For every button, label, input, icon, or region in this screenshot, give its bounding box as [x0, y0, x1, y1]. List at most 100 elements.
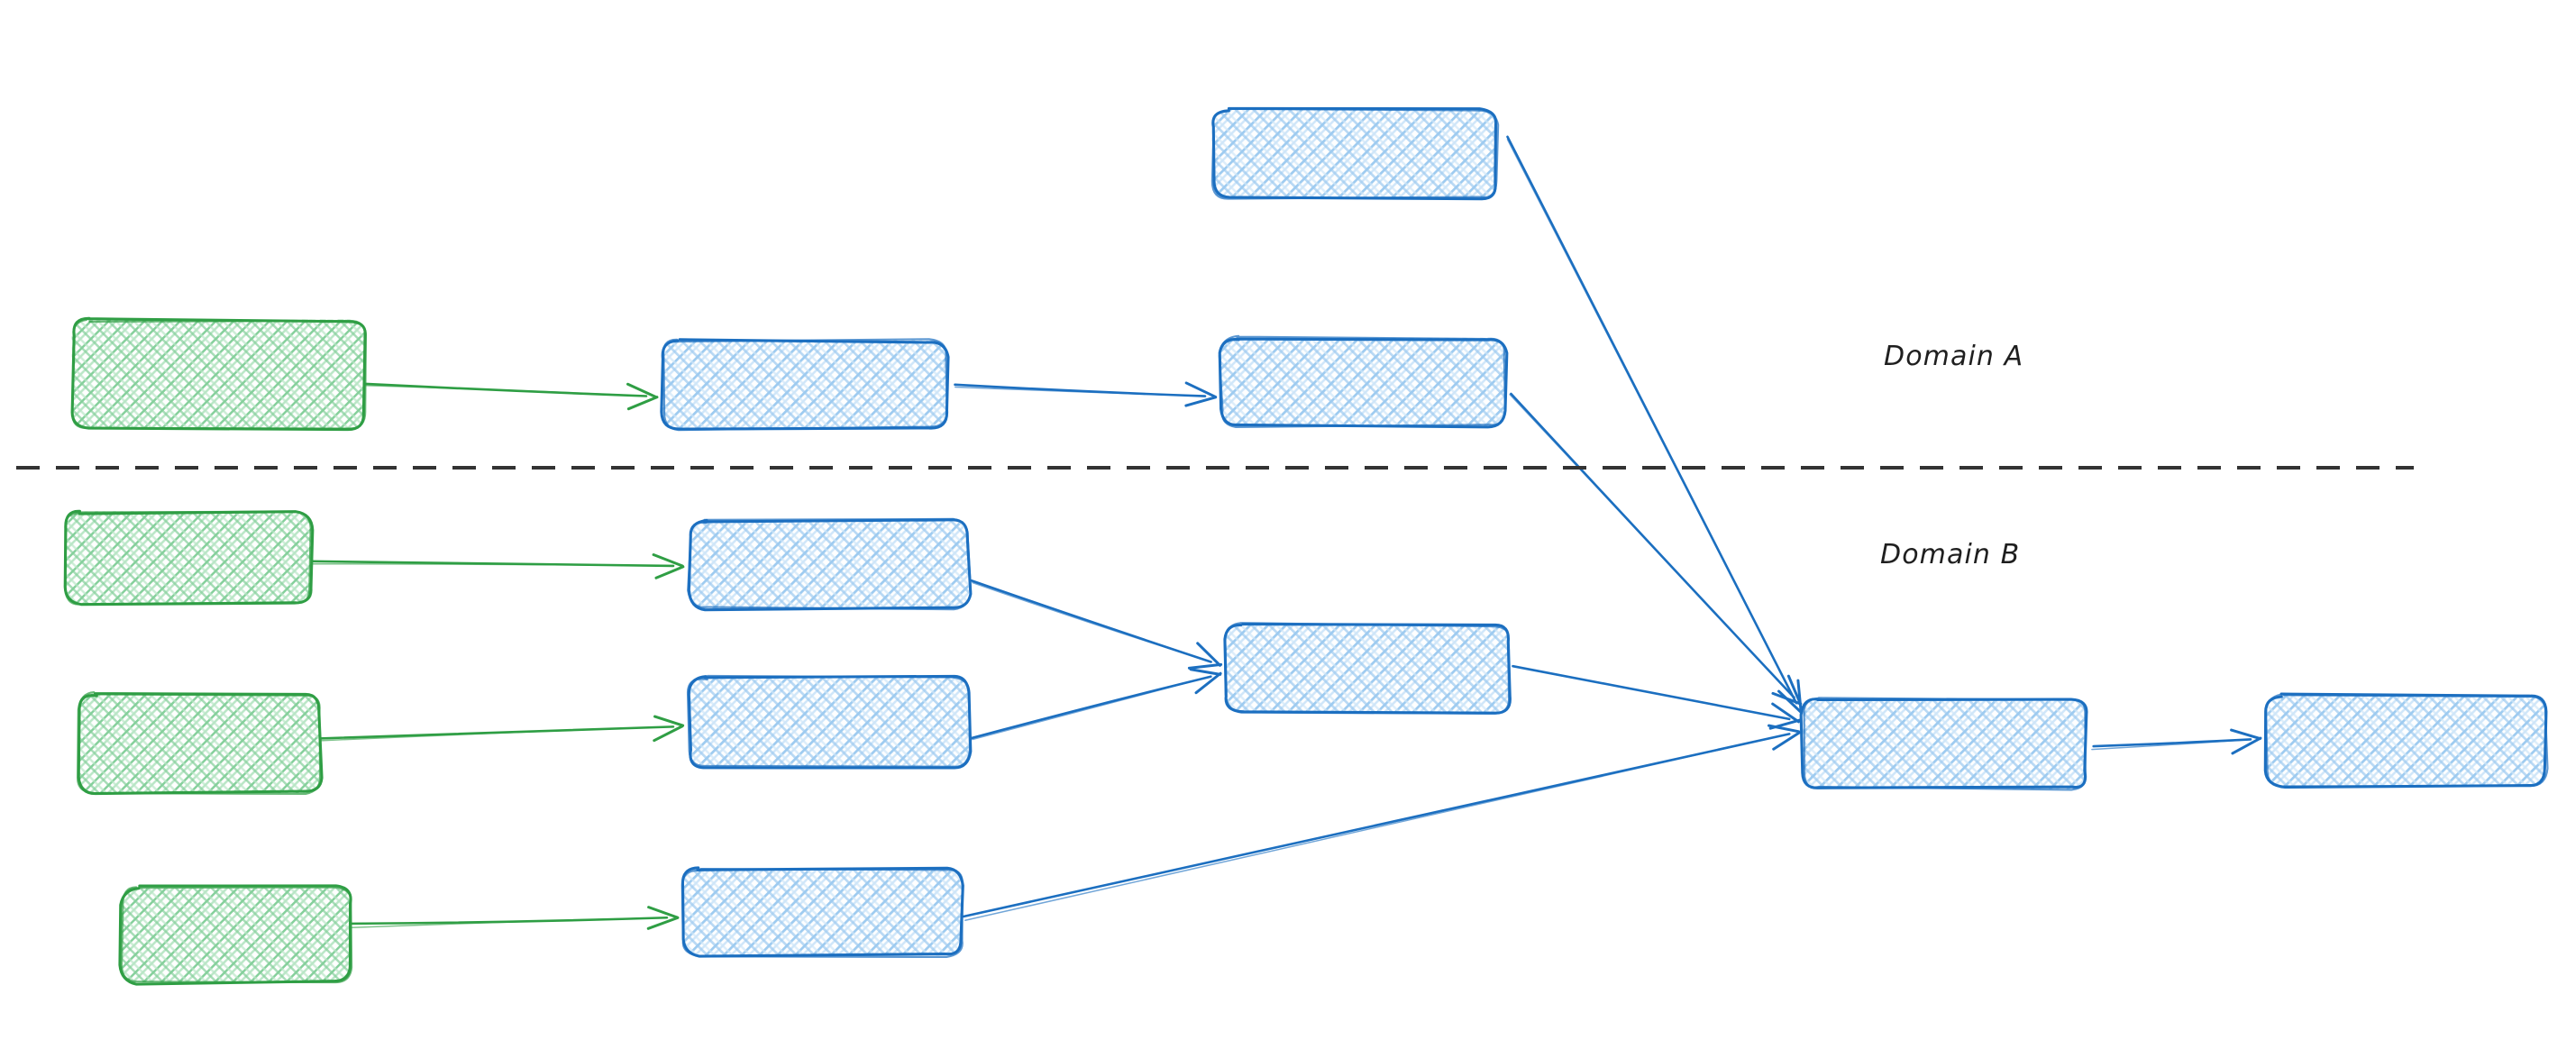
edge-b-source-1-to-b-stage-1: [308, 553, 685, 579]
node-b-merge-1-hitbox[interactable]: [1226, 625, 1510, 712]
edge-arrowhead: [1772, 731, 1801, 751]
node-fill-cross: [1225, 624, 1510, 713]
edge-shaft: [1506, 138, 1797, 704]
node-border: [662, 338, 948, 432]
edge-arrowhead: [653, 725, 684, 743]
edges-layer: [308, 135, 2262, 930]
node-b-stage-3-hitbox[interactable]: [683, 870, 963, 955]
edge-arrowhead: [647, 906, 680, 919]
edge-a-source-1-to-a-stage-1: [364, 382, 659, 411]
node-fill-cross: [689, 677, 969, 767]
edge-shaft: [320, 725, 674, 742]
node-b-source-3-hitbox[interactable]: [122, 888, 352, 982]
node-border: [120, 886, 353, 984]
edge-arrowhead: [1187, 662, 1223, 670]
node-border: [686, 674, 971, 768]
node-fill-cross: [71, 319, 366, 429]
node-fill-cross: [79, 693, 321, 794]
node-fill-cross: [64, 511, 312, 605]
node-border: [1803, 697, 2087, 791]
nodes-layer: [63, 106, 2549, 986]
node-border: [1218, 334, 1506, 428]
edge-arrowhead: [1786, 674, 1803, 706]
node-fill-cross: [662, 340, 946, 429]
edge-arrowhead: [646, 916, 680, 930]
node-b-source-3[interactable]: [118, 884, 353, 986]
node-border: [2265, 693, 2549, 788]
node-b-sink[interactable]: [2263, 692, 2549, 789]
node-b-sink-hitbox[interactable]: [2267, 696, 2546, 786]
edge-shaft: [972, 581, 1212, 663]
edge-arrowhead: [1184, 381, 1218, 398]
node-a-stage-1[interactable]: [660, 338, 950, 432]
edge-a-stage-2-to-b-merge-2: [1509, 392, 1803, 706]
node-a-source-1[interactable]: [70, 316, 368, 432]
node-b-merge-1[interactable]: [1223, 622, 1512, 715]
node-border: [71, 318, 368, 430]
node-border: [77, 691, 322, 795]
node-border: [1210, 107, 1500, 200]
edge-arrowhead: [1194, 671, 1222, 695]
domain-b-label: Domain B: [1880, 539, 2021, 570]
edge-arrowhead: [654, 565, 685, 579]
node-a-stage-1-hitbox[interactable]: [662, 341, 946, 428]
node-a-source-1-hitbox[interactable]: [72, 320, 365, 428]
node-b-source-1-hitbox[interactable]: [65, 512, 311, 604]
edge-shaft: [2091, 738, 2252, 751]
edge-b-source-3-to-b-stage-3: [349, 906, 680, 930]
edge-shaft: [310, 563, 674, 567]
node-fill-cross: [682, 869, 963, 956]
edge-b-stage-1-to-b-merge-1: [970, 579, 1223, 670]
node-fill-cross: [1220, 337, 1506, 426]
node-border: [1223, 622, 1511, 715]
edge-arrowhead: [2230, 728, 2261, 741]
edge-arrowhead: [1189, 668, 1222, 676]
edge-shaft: [972, 675, 1212, 741]
node-fill-cross: [1211, 109, 1497, 199]
node-border: [63, 510, 312, 606]
node-b-stage-2[interactable]: [686, 674, 973, 770]
node-fill-cross: [2266, 695, 2547, 787]
edge-b-stage-3-to-b-merge-2: [962, 724, 1801, 921]
edge-shaft: [1509, 393, 1795, 698]
edge-shaft: [1512, 665, 1790, 720]
node-b-merge-2[interactable]: [1799, 697, 2088, 791]
node-b-stage-1-hitbox[interactable]: [690, 521, 969, 608]
node-a-stage-2[interactable]: [1218, 334, 1509, 429]
edge-b-merge-2-to-b-sink: [2091, 728, 2262, 755]
node-b-source-2-hitbox[interactable]: [79, 694, 320, 793]
node-a-stage-top-hitbox[interactable]: [1212, 110, 1496, 198]
node-border: [1799, 698, 2088, 789]
edge-a-stage-1-to-a-stage-2: [954, 381, 1218, 407]
node-b-source-2[interactable]: [77, 691, 324, 796]
node-b-stage-3[interactable]: [681, 866, 964, 959]
edge-arrowhead: [1771, 702, 1800, 724]
node-fill-cross: [689, 520, 969, 608]
edge-arrowhead: [1768, 724, 1801, 734]
edge-shaft: [955, 386, 1206, 397]
edge-shaft: [970, 579, 1212, 663]
node-b-merge-2-hitbox[interactable]: [1803, 698, 2087, 789]
domain-a-label: Domain A: [1884, 341, 2024, 372]
edge-arrowhead: [1196, 642, 1222, 667]
edge-shaft: [964, 733, 1791, 921]
edge-a-stage-top-to-b-merge-2: [1506, 135, 1803, 715]
node-fill-cross: [1802, 698, 2087, 789]
node-b-stage-1[interactable]: [687, 517, 973, 612]
node-border: [687, 517, 973, 611]
edge-arrowhead: [652, 553, 684, 568]
node-b-stage-2-hitbox[interactable]: [690, 678, 969, 766]
edge-arrowhead: [1184, 396, 1218, 407]
edge-shaft: [351, 917, 668, 929]
edge-arrowhead: [1777, 689, 1803, 715]
edge-arrowhead: [1796, 679, 1803, 713]
node-b-source-1[interactable]: [63, 509, 315, 607]
edge-shaft: [364, 384, 647, 397]
node-a-stage-2-hitbox[interactable]: [1221, 338, 1505, 425]
node-border: [681, 867, 964, 959]
edge-arrowhead: [653, 715, 685, 727]
edge-b-merge-1-to-b-merge-2: [1512, 664, 1802, 730]
node-a-stage-top[interactable]: [1210, 106, 1500, 201]
